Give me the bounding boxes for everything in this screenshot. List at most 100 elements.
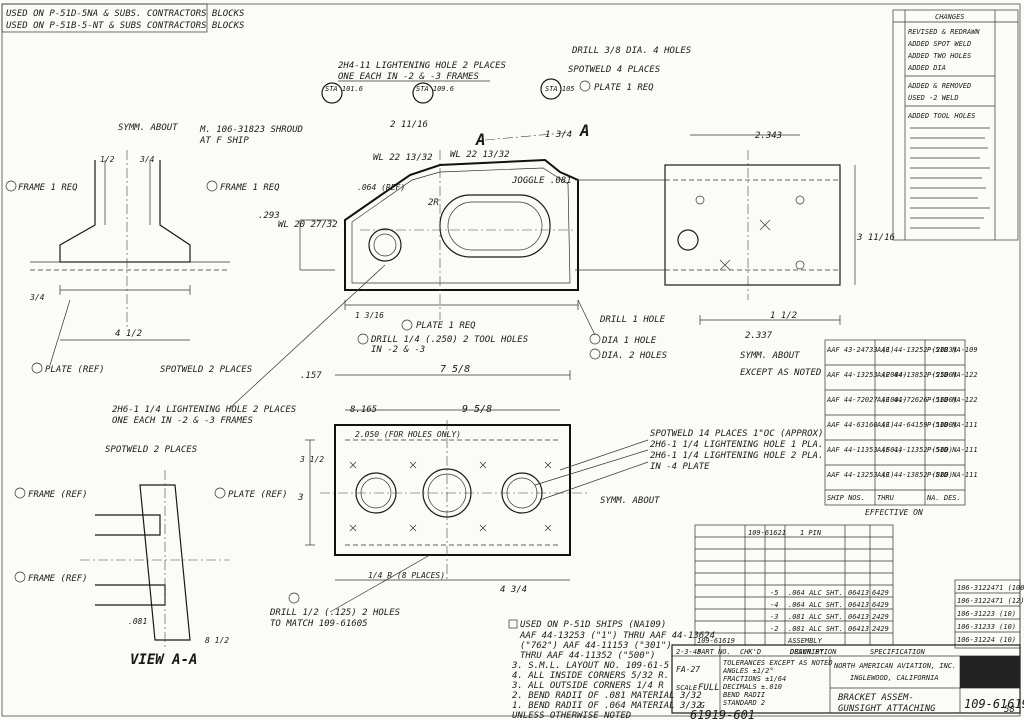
callout-plate: PLATE 1 REQ: [594, 83, 654, 93]
note-line: UNLESS OTHERWISE NOTED: [512, 711, 631, 720]
dim: 4 3/4: [500, 585, 527, 595]
eff-cell: P-51D NA-111: [927, 446, 978, 454]
dim: 3/4: [139, 155, 155, 164]
eff-header: THRU: [877, 494, 895, 502]
eff-cell: AAF 44-11352 (500): [876, 446, 953, 454]
part-mat: 2429: [872, 613, 889, 621]
dim: 7 5/8: [440, 364, 470, 375]
change-entry: ADDED & REMOVED: [907, 82, 971, 90]
sheet-number: 58: [1004, 705, 1015, 715]
effectivity-table: AAF 43-24733 (1) AAF 44-13252 (2083) P-5…: [824, 339, 978, 517]
next-assy-table: 106-3122471 (100) 106-3122471 (12) 106-3…: [954, 579, 1024, 649]
callout-plate-ref: PLATE (REF): [45, 365, 105, 375]
eff-cell: P-51D NA-109: [927, 346, 978, 354]
dim: .064 (REF): [357, 183, 405, 192]
part-no: -3: [770, 613, 778, 621]
callout-frame-ref-2: FRAME (REF): [28, 574, 88, 584]
tb-letter: G: [700, 701, 705, 710]
next-assy: 106-3122471 (100): [957, 584, 1024, 592]
part-desc: .064 ALC SHT.: [788, 589, 843, 597]
callout-frame-ref-1: FRAME (REF): [28, 490, 88, 500]
tb-date: 2-3-45: [676, 648, 701, 656]
eff-cell: AAF 43-24733 (1): [826, 346, 894, 354]
callout-spotweld-2: SPOTWELD 2 PLACES: [160, 365, 253, 375]
tolerance: ANGLES ±1/2°: [722, 667, 774, 675]
eff-header: SHIP NOS.: [827, 494, 865, 502]
note-line: USED ON P-51D SHIPS (NA109): [520, 620, 666, 630]
tb-part-no: FA-27: [676, 665, 700, 674]
tb-drawn: DRAWN BY: [789, 648, 825, 656]
tolerance: DECIMALS ±.010: [722, 683, 782, 691]
dim: 3/4: [29, 293, 45, 302]
next-assy: 106-31223 (10): [957, 610, 1016, 618]
part-desc: ASSEMBLY: [787, 637, 823, 645]
tb-location: INGLEWOOD, CALIFORNIA: [850, 674, 939, 682]
dim: 1 3/4: [545, 130, 572, 140]
change-entry: REVISED & REDRAWN: [908, 28, 980, 36]
change-entry: USED -2 WELD: [908, 94, 959, 102]
note-line: AAF 44-13253 ("1") THRU AAF 44-13624: [519, 631, 715, 641]
station-bubble: STA 109.6: [416, 85, 454, 93]
tolerance: BEND RADII: [723, 691, 766, 699]
dim: 1/2: [100, 155, 115, 164]
note-line: 3. S.M.L. LAYOUT NO. 109-61-5: [511, 661, 669, 671]
tb-title-1: BRACKET ASSEM-: [838, 693, 914, 703]
dim: 8 1/2: [205, 636, 229, 645]
tb-check: CHK'D: [740, 648, 761, 656]
dim: 3 1/2: [299, 455, 324, 464]
callout-spotweld-view: SPOTWELD 2 PLACES: [105, 445, 198, 455]
part-size: 06413: [848, 613, 869, 621]
tb-dwg-no: 109-61619: [964, 697, 1024, 711]
part-no: -2: [770, 625, 778, 633]
callout-joggle: JOGGLE .081: [511, 176, 572, 186]
callout-lightening-1pla: 2H6-1 1/4 LIGHTENING HOLE 1 PLA.: [650, 440, 823, 450]
dim: 8.165: [350, 405, 377, 415]
part-no: -4: [770, 601, 778, 609]
tb-company: NORTH AMERICAN AVIATION, INC.: [833, 662, 956, 670]
dim: .081: [128, 617, 147, 626]
station-bubble: STA 105: [545, 85, 575, 93]
dim: WL 22 13/32: [373, 153, 433, 163]
note-line: 1. BEND RADII OF .064 MATERIAL 3/32: [512, 701, 702, 711]
next-assy: 106-31233 (10): [957, 623, 1016, 631]
plate-side-view: 3 11/16 1 1/2 2.337 SYMM. ABOUT EXCEPT A…: [575, 150, 895, 378]
dim: 2.337: [745, 331, 773, 341]
section-marker: A: [579, 121, 590, 140]
part-mat: 2429: [872, 625, 889, 633]
eff-cell: AAF 44-13253 (1): [826, 471, 894, 479]
eff-header: NA. DES.: [926, 494, 961, 502]
dim: WL 20 27/32: [278, 220, 338, 230]
dim: 4 1/2: [115, 329, 142, 339]
callout-dia-2holes: DIA. 2 HOLES: [601, 351, 668, 361]
callout-frame-right: FRAME 1 REQ: [220, 183, 280, 193]
eff-cell: P-51D NA-111: [927, 471, 978, 479]
callout-spotweld-14: SPOTWELD 14 PLACES 1"OC (APPROX): [650, 429, 823, 439]
tb-scale-label: SCALE: [676, 684, 698, 692]
tb-title-2: GUNSIGHT ATTACHING: [838, 704, 936, 714]
callout-drill: DRILL 3/8 DIA. 4 HOLES: [571, 46, 692, 56]
eff-cell: AAF 44-11353 (501): [826, 446, 903, 454]
sheet-border: [1, 3, 1021, 717]
title-block: 2-3-45 CHK'D DRAWN BY FA-27 SCALE FULL G…: [671, 644, 1024, 714]
dim: 1 1/2: [770, 311, 797, 321]
dim: 2 11/16: [390, 120, 428, 130]
part-no: -5: [770, 589, 778, 597]
callout-lightening-2pla-2: IN -4 PLATE: [650, 462, 710, 472]
parts-header: PART NO.: [697, 648, 731, 656]
callout-dia-1hole: DIA 1 HOLE: [601, 336, 657, 346]
section-marker: A: [475, 130, 486, 149]
parts-header: SPECIFICATION: [870, 648, 926, 656]
changes-panel: CHANGES REVISED & REDRAWN ADDED SPOT WEL…: [892, 9, 1019, 241]
tolerance: TOLERANCES EXCEPT AS NOTED: [723, 659, 833, 667]
callout-symm-about-2: SYMM. ABOUT: [740, 351, 800, 361]
dim: 2R: [428, 198, 439, 208]
callout-8-places: 1/4 R (8 PLACES): [368, 571, 445, 580]
part-desc: .081 ALC SHT.: [788, 625, 843, 633]
dim: 3: [297, 493, 303, 503]
callout-drill-match: DRILL 1/2 (.125) 2 HOLES: [269, 608, 401, 618]
general-notes: USED ON P-51D SHIPS (NA109) AAF 44-13253…: [508, 619, 715, 720]
dim: 1 3/16: [355, 311, 384, 320]
callout-shroud-2: AT F SHIP: [199, 136, 249, 146]
part-mat: 6429: [872, 601, 889, 609]
